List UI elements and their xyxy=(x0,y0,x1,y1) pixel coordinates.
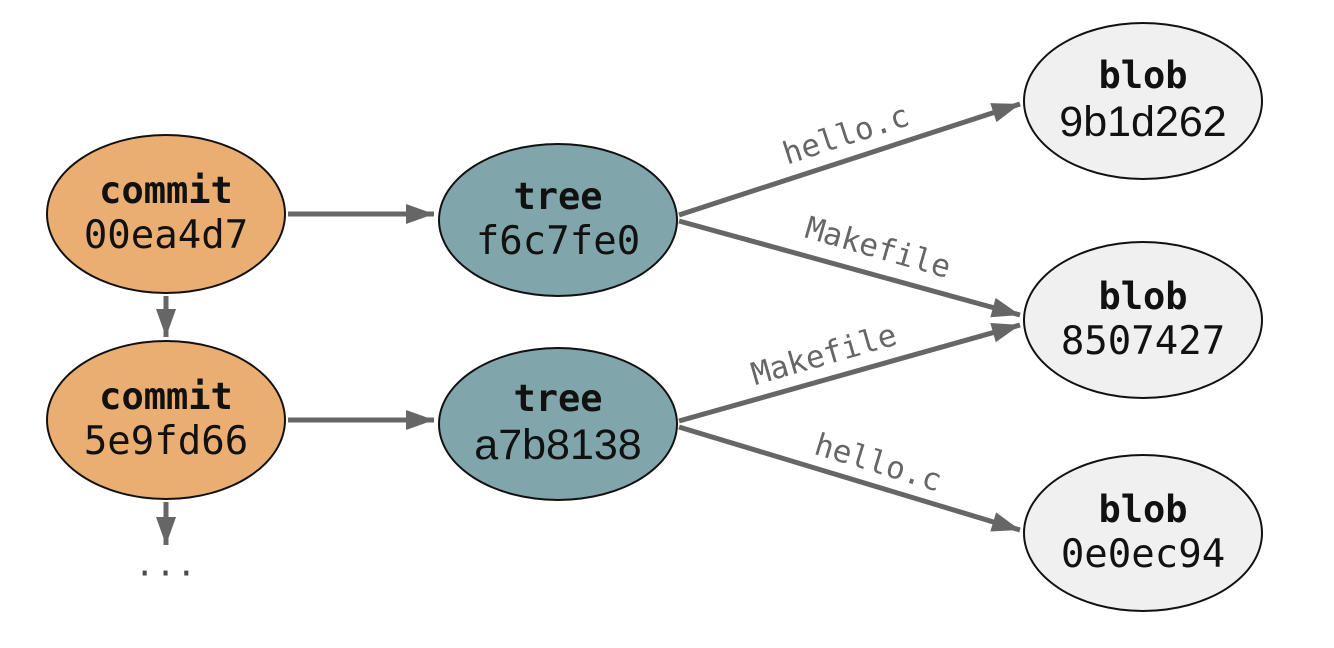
edge-tree1-to-blob2 xyxy=(678,218,1021,318)
node-type-label: commit xyxy=(99,375,233,419)
node-blob-8507427: blob 8507427 xyxy=(1023,241,1263,399)
history-continues-ellipsis: ... xyxy=(134,544,198,584)
node-type-label: blob xyxy=(1098,275,1188,319)
node-type-label: commit xyxy=(99,169,233,213)
node-commit-00ea4d7: commit 00ea4d7 xyxy=(46,134,286,294)
node-type-label: tree xyxy=(513,376,603,420)
node-hash-label: 0e0ec94 xyxy=(1060,531,1226,577)
edge-tree2-to-blob3 xyxy=(678,424,1021,533)
node-hash-label: 00ea4d7 xyxy=(83,212,249,258)
node-tree-f6c7fe0: tree f6c7fe0 xyxy=(438,143,678,297)
node-blob-0e0ec94: blob 0e0ec94 xyxy=(1023,454,1263,612)
node-hash-label: 5e9fd66 xyxy=(83,418,249,464)
edge-tree1-to-blob1 xyxy=(678,101,1021,218)
edge-tree2-to-blob2 xyxy=(678,322,1021,424)
node-type-label: blob xyxy=(1098,488,1188,532)
node-type-label: tree xyxy=(513,175,603,219)
node-blob-9b1d262: blob 9b1d262 xyxy=(1023,22,1263,180)
node-commit-5e9fd66: commit 5e9fd66 xyxy=(46,340,286,500)
node-type-label: blob xyxy=(1098,53,1188,97)
node-hash-label: 8507427 xyxy=(1060,318,1226,364)
node-hash-label: f6c7fe0 xyxy=(475,218,641,264)
node-hash-label: 9b1d262 xyxy=(1059,98,1227,147)
node-hash-label: a7b8138 xyxy=(474,421,642,470)
node-tree-a7b8138: tree a7b8138 xyxy=(438,347,678,501)
